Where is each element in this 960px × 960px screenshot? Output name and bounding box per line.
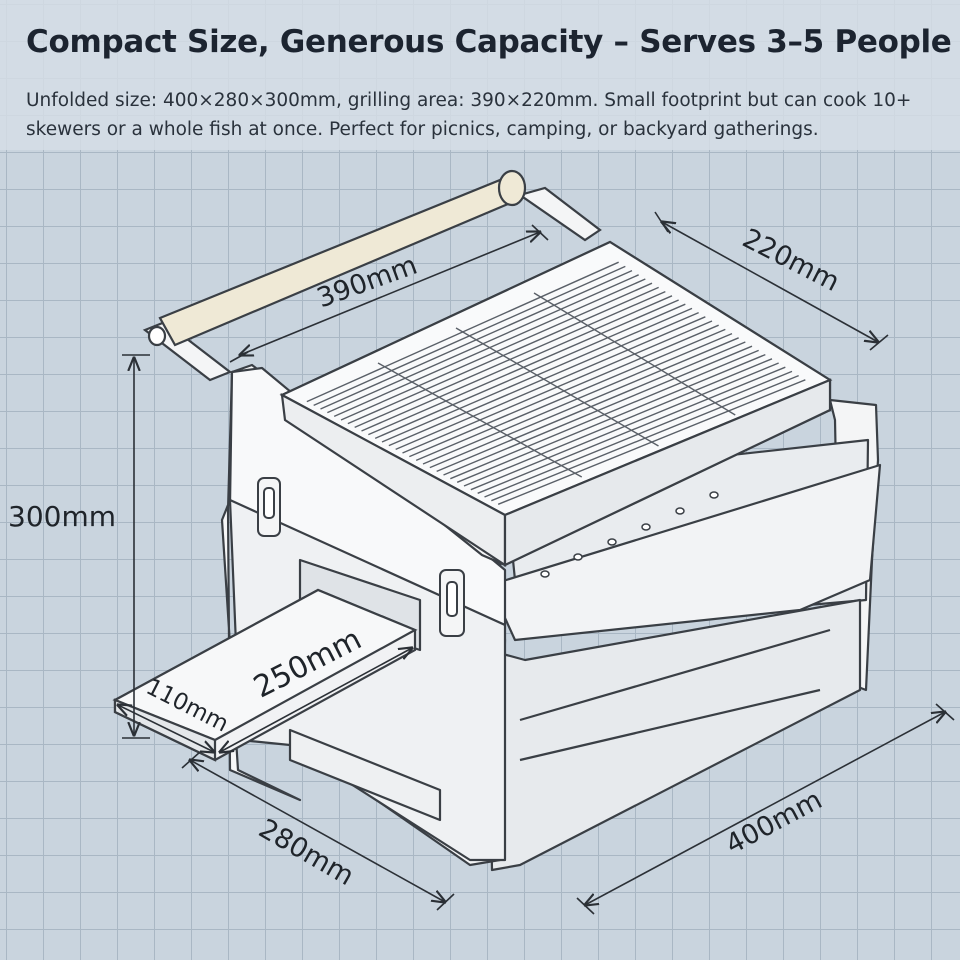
dim-label-grill-width: 220mm	[737, 223, 844, 298]
page-title: Compact Size, Generous Capacity – Serves…	[26, 24, 952, 60]
dimension-lines	[118, 211, 955, 915]
header-panel: Compact Size, Generous Capacity – Serves…	[0, 0, 960, 150]
dim-label-height: 300mm	[8, 500, 116, 533]
grate-crossbar	[533, 292, 736, 416]
product-description: Unfolded size: 400×280×300mm, grilling a…	[26, 90, 912, 140]
latch-left	[257, 477, 281, 537]
grate-crossbar	[377, 362, 583, 478]
dim-label-length: 400mm	[721, 784, 828, 860]
vent-holes	[540, 491, 719, 578]
latch-right	[439, 569, 465, 637]
